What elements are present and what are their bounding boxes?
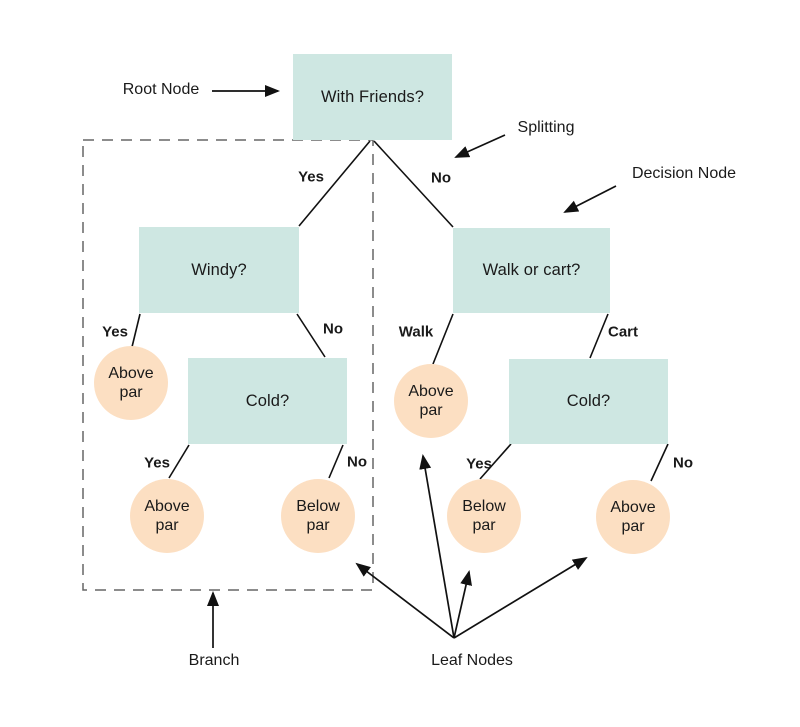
- leaf-nodes-arrow-3: [453, 570, 472, 639]
- leaf-cold-left-no: Below par: [281, 479, 355, 553]
- leaf-cold-right-yes: Below par: [447, 479, 521, 553]
- edge-label-windy-yes: Yes: [102, 323, 128, 341]
- edge-label-windy-no: No: [323, 320, 343, 338]
- leaf-cold-left-yes-label: Above par: [144, 497, 190, 534]
- tree-edge-coldleft-no: [328, 444, 344, 479]
- edge-label-cold-right-yes: Yes: [466, 455, 492, 473]
- tree-edge-coldright-yes: [479, 443, 512, 480]
- node-cold-right: Cold?: [509, 359, 668, 444]
- leaf-walk-label: Above par: [408, 382, 454, 419]
- node-walk-or-cart-label: Walk or cart?: [482, 261, 581, 279]
- tree-edge-root-no: [373, 140, 454, 228]
- edge-label-cold-right-no: No: [673, 454, 693, 472]
- leaf-cold-right-yes-label: Below par: [462, 497, 506, 534]
- edge-label-root-no: No: [431, 169, 451, 187]
- annotation-leaf-nodes: Leaf Nodes: [431, 652, 513, 669]
- node-windy-label: Windy?: [191, 260, 247, 279]
- splitting-arrow: [454, 134, 506, 158]
- node-with-friends: With Friends?: [293, 54, 452, 140]
- leaf-cold-left-no-label: Below par: [296, 497, 340, 534]
- edge-label-cart: Cart: [607, 323, 639, 341]
- node-windy: Windy?: [139, 227, 299, 313]
- edge-label-root-yes: Yes: [298, 168, 324, 186]
- leaf-windy-yes: Above par: [94, 346, 168, 420]
- node-walk-or-cart: Walk or cart?: [453, 228, 610, 313]
- leaf-cold-right-no: Above par: [596, 480, 670, 554]
- leaf-cold-left-yes: Above par: [130, 479, 204, 553]
- annotation-root-node: Root Node: [122, 81, 200, 98]
- leaf-cold-right-no-label: Above par: [610, 498, 656, 535]
- leaf-windy-yes-label: Above par: [108, 364, 154, 401]
- tree-edge-windy-no: [296, 313, 326, 358]
- leaf-walk: Above par: [394, 364, 468, 438]
- edge-label-cold-left-no: No: [347, 453, 367, 471]
- leaf-nodes-arrow-2: [419, 454, 455, 639]
- node-with-friends-label: With Friends?: [320, 87, 425, 106]
- node-cold-right-label: Cold?: [566, 392, 611, 410]
- annotation-branch: Branch: [188, 652, 240, 669]
- branch-dashed-outline: [82, 139, 374, 591]
- node-cold-left: Cold?: [188, 358, 347, 444]
- tree-edge-root-yes: [298, 140, 371, 227]
- edge-label-cold-left-yes: Yes: [144, 454, 170, 472]
- tree-edge-walk: [432, 313, 454, 365]
- leaf-nodes-arrow-1: [355, 562, 455, 639]
- tree-edge-coldright-no: [650, 443, 669, 482]
- tree-edge-windy-yes: [131, 313, 141, 348]
- leaf-nodes-arrow-4: [453, 556, 588, 639]
- node-cold-left-label: Cold?: [245, 391, 290, 410]
- decision-node-arrow: [563, 185, 617, 213]
- edge-label-walk: Walk: [398, 323, 434, 341]
- tree-edge-coldleft-yes: [168, 444, 190, 479]
- annotation-splitting: Splitting: [517, 119, 575, 136]
- annotation-decision-node: Decision Node: [631, 165, 737, 182]
- tree-edge-cart: [589, 313, 609, 359]
